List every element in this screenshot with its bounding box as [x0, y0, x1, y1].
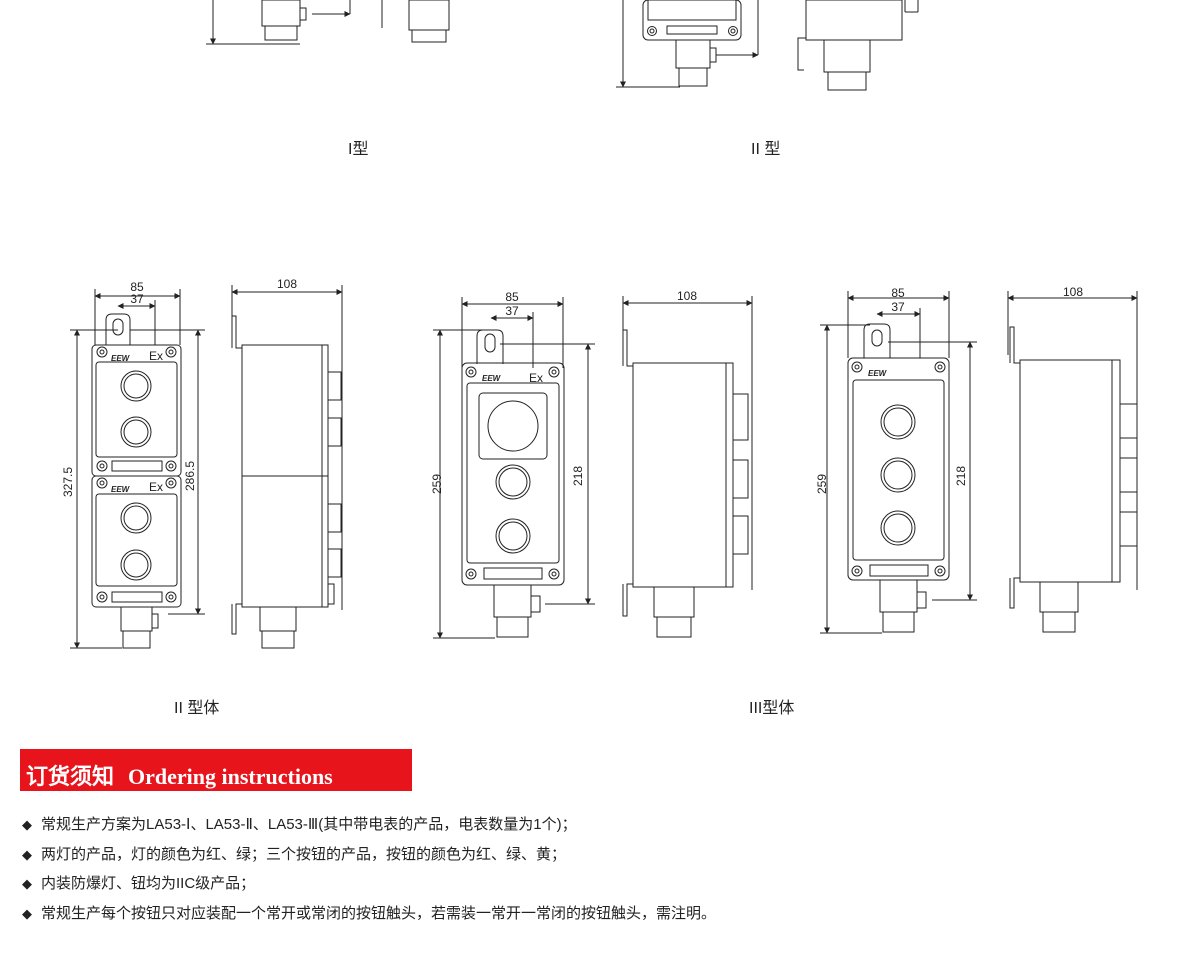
type-iii-body-label: III型体	[749, 700, 795, 717]
dim-width-85: 85	[505, 290, 519, 304]
brand-logo: EEW	[111, 485, 131, 494]
dim-width-37: 37	[891, 300, 905, 314]
ex-mark: Ex	[149, 480, 163, 494]
brand-logo: EEW	[868, 369, 888, 378]
list-item: ◆ 常规生产方案为LA53-Ⅰ、LA53-Ⅱ、LA53-Ⅲ(其中带电表的产品，电表…	[22, 814, 1172, 844]
type-i-label: I型	[348, 141, 369, 158]
note-text: 两灯的产品，灯的颜色为红、绿；三个按钮的产品，按钮的颜色为红、绿、黄；	[41, 845, 567, 863]
type-ii-body-front-view	[70, 289, 205, 649]
list-item: ◆ 常规生产每个按钮只对应装配一个常开或常闭的按钮触头，若需装一常开一常闭的按钮触…	[22, 903, 1172, 933]
list-item: ◆ 内装防爆灯、钮均为IIC级产品；	[22, 873, 1172, 903]
ordering-instructions-banner: 订货须知 Ordering instructions	[20, 749, 412, 791]
type-ii-body-label: II 型体	[174, 700, 220, 717]
section-title: 订货须知 Ordering instructions	[26, 759, 347, 791]
type-iii-body-b-front-view	[820, 291, 977, 634]
dim-height-259: 259	[430, 474, 444, 494]
note-text: 常规生产方案为LA53-Ⅰ、LA53-Ⅱ、LA53-Ⅲ(其中带电表的产品，电表数…	[41, 816, 577, 833]
dim-height-218: 218	[571, 466, 585, 486]
section-title-en: Ordering instructions	[128, 764, 333, 789]
type-iii-body-a-side-view	[622, 296, 753, 638]
type-ii-label: II 型	[751, 141, 781, 158]
diamond-bullet-icon: ◆	[22, 905, 32, 921]
dim-depth-108: 108	[1063, 285, 1083, 299]
dim-height-327: 327.5	[61, 467, 75, 497]
dim-depth-108: 108	[677, 289, 697, 303]
dimension-labels: 85 37 108 327.5 286.5 85 37 108 259 218 …	[61, 277, 1083, 497]
dim-depth-108: 108	[277, 277, 297, 291]
dim-height-259: 259	[815, 474, 829, 494]
type-i-partial-drawing	[206, 0, 450, 45]
list-item: ◆ 两灯的产品，灯的颜色为红、绿；三个按钮的产品，按钮的颜色为红、绿、黄；	[22, 844, 1172, 874]
dim-width-85: 85	[891, 286, 905, 300]
brand-logo: EEW	[111, 354, 131, 363]
section-title-cn: 订货须知	[26, 764, 115, 789]
type-iii-body-b-side-view	[1007, 291, 1138, 633]
diamond-bullet-icon: ◆	[22, 817, 32, 832]
ex-mark: Ex	[149, 349, 163, 363]
dim-width-37: 37	[505, 304, 519, 318]
ex-mark: Ex	[529, 371, 543, 385]
diamond-bullet-icon: ◆	[22, 876, 32, 891]
diamond-bullet-icon: ◆	[22, 846, 32, 862]
note-text: 常规生产每个按钮只对应装配一个常开或常闭的按钮触头，若需装一常开一常闭的按钮触头…	[41, 904, 717, 922]
dim-height-286: 286.5	[183, 461, 197, 491]
type-ii-body-side-view	[231, 285, 343, 649]
dim-width-37: 37	[130, 292, 144, 306]
note-text: 内装防爆灯、钮均为IIC级产品；	[41, 875, 256, 892]
brand-logo: EEW	[482, 374, 502, 383]
type-iii-body-a-front-view	[433, 297, 595, 639]
dim-height-218: 218	[954, 466, 968, 486]
dim-width-85: 85	[130, 280, 144, 294]
technical-drawings: 85 37 108 327.5 286.5 85 37 108 259 218 …	[61, 0, 1138, 649]
ordering-notes-list: ◆ 常规生产方案为LA53-Ⅰ、LA53-Ⅱ、LA53-Ⅲ(其中带电表的产品，电表…	[22, 814, 1172, 932]
nameplate-marks: EEW Ex EEW Ex EEW Ex EEW	[111, 349, 888, 494]
type-ii-partial-drawing	[616, 0, 919, 91]
